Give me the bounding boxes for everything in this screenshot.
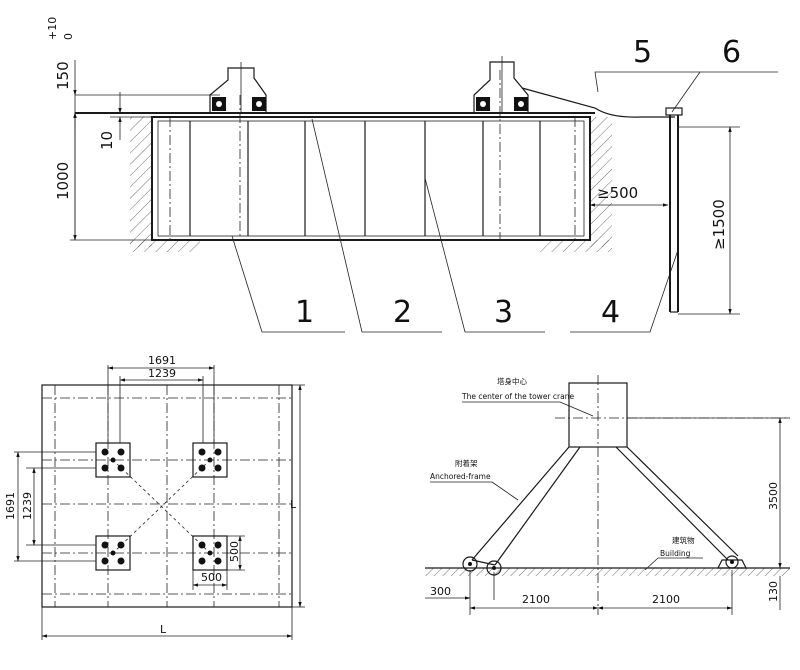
anchor-pad-tl <box>95 442 131 478</box>
building-ground <box>425 568 790 576</box>
callout-4: 4 <box>601 295 620 330</box>
callout-5: 5 <box>633 35 652 70</box>
dim-gap-500: ≥500 <box>597 184 638 202</box>
dim-tol-sub: 0 <box>62 33 75 40</box>
dim-height-3500: 3500 <box>767 482 780 510</box>
foundation-section-view: 150 +10 0 10 1000 ≥500 ≥1500 1 2 3 4 5 6 <box>46 17 778 333</box>
soil-hatch-right <box>590 117 612 247</box>
callout-6: 6 <box>722 35 741 70</box>
dim-right-2100: 2100 <box>652 593 680 606</box>
dim-pad-500-h: 500 <box>228 541 241 562</box>
grounding-rod <box>665 107 683 313</box>
dim-top-150: 150 <box>54 61 72 90</box>
dim-L-right: L <box>290 498 297 511</box>
soil-hatch-bottom-right <box>540 240 612 252</box>
dim-1000: 1000 <box>54 162 72 200</box>
label-building-en: Building <box>660 549 691 558</box>
anchor-pin-left <box>462 556 502 576</box>
foundation-block <box>151 116 591 241</box>
dim-embed-1500: ≥1500 <box>710 199 728 250</box>
dim-plan-side-1239: 1239 <box>21 492 34 520</box>
dim-L-bottom: L <box>160 623 167 636</box>
anchor-arm-right <box>615 446 739 561</box>
anchor-frame-view: 塔身中心 The center of the tower crane 附着架 A… <box>425 375 790 615</box>
anchor-pad-tr <box>192 442 228 478</box>
label-tower-center-en: The center of the tower crane <box>461 392 574 401</box>
anchor-leg-right <box>473 56 529 114</box>
dim-plan-1239: 1239 <box>148 367 176 380</box>
callout-1: 1 <box>295 295 314 330</box>
dim-pad-500-w: 500 <box>201 571 222 584</box>
anchor-leg-left <box>209 62 267 114</box>
dim-left-2100: 2100 <box>522 593 550 606</box>
anchor-pin-right <box>717 555 747 569</box>
dim-offset-300: 300 <box>430 585 451 598</box>
callout-2: 2 <box>393 295 412 330</box>
rebar-cage <box>169 70 576 240</box>
foundation-plan-view: 1691 1239 1691 1239 500 500 L L <box>4 354 305 640</box>
callout-3: 3 <box>494 295 513 330</box>
leader-lines <box>231 71 778 333</box>
grounding-cable <box>521 87 675 118</box>
soil-hatch-left <box>130 117 152 247</box>
anchor-arm-left <box>471 446 581 566</box>
soil-hatch-bottom-left <box>130 240 200 252</box>
dim-tol-sup: +10 <box>46 17 59 40</box>
anchor-pad-bl <box>95 535 131 571</box>
anchor-pad-br <box>192 535 228 571</box>
dim-10: 10 <box>98 131 116 150</box>
dim-plan-1691: 1691 <box>148 354 176 367</box>
label-building-cn: 建筑物 <box>672 535 695 545</box>
label-anchor-frame-en: Anchored-frame <box>430 472 491 481</box>
dim-plan-side-1691: 1691 <box>4 492 17 520</box>
label-anchor-frame-cn: 附着架 <box>455 458 478 468</box>
label-tower-center-cn: 塔身中心 <box>497 376 527 386</box>
dim-ground-130: 130 <box>767 581 780 602</box>
